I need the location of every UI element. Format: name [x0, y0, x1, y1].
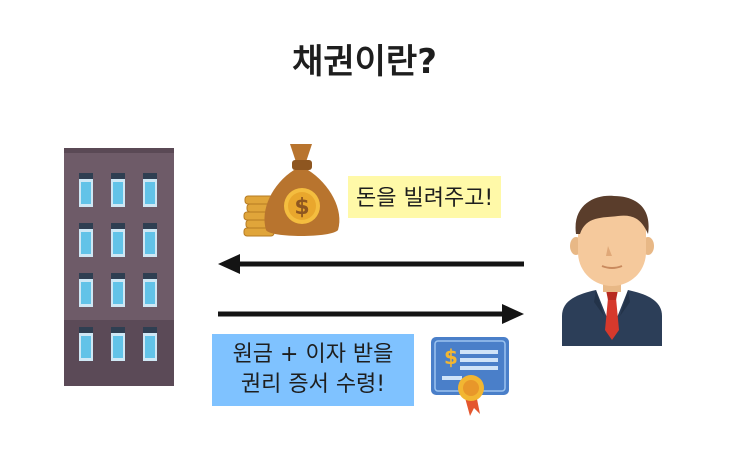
bond-certificate-icon: $	[431, 337, 509, 416]
businessman-icon	[562, 195, 662, 346]
receive-certificate-label: 원금 + 이자 받을 권리 증서 수령!	[212, 334, 414, 406]
receive-certificate-line-1: 원금 + 이자 받을	[232, 342, 394, 367]
building-icon	[64, 148, 174, 386]
page-title: 채권이란?	[292, 42, 437, 82]
receive-certificate-line-2: 권리 증서 수령!	[240, 372, 386, 397]
lend-money-label: 돈을 빌려주고!	[348, 176, 502, 218]
arrow-left-icon	[218, 254, 524, 274]
svg-text:$: $	[444, 345, 458, 369]
svg-text:$: $	[294, 195, 309, 220]
money-bag-icon: $	[243, 144, 340, 237]
arrow-right-icon	[218, 304, 524, 324]
